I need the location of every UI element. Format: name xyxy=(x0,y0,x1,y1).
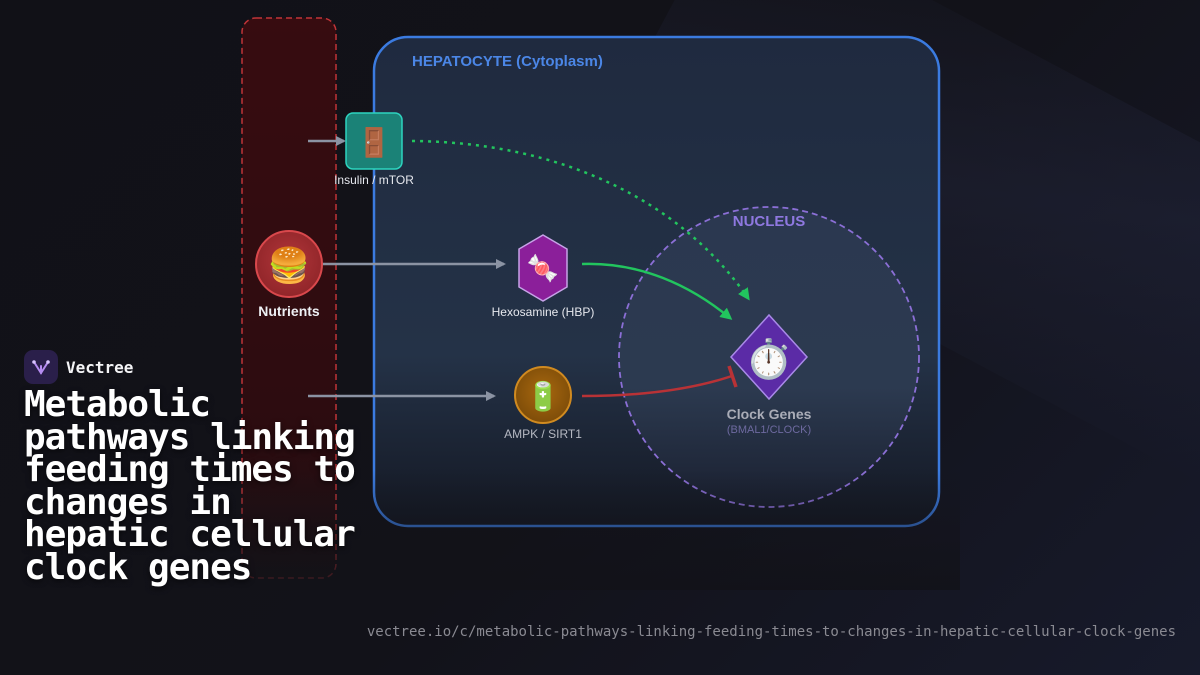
hexosamine-node[interactable]: 🍬 Hexosamine (HBP) xyxy=(492,234,595,319)
inhibition-bar xyxy=(727,365,738,388)
nutrients-label: Nutrients xyxy=(258,303,320,319)
battery-icon: 🔋 xyxy=(526,380,561,413)
nutrients-node[interactable]: 🍔 Nutrients xyxy=(255,230,323,319)
ampk-node[interactable]: 🔋 AMPK / SIRT1 xyxy=(504,366,582,441)
brand-name: Vectree xyxy=(66,357,134,377)
door-icon: 🚪 xyxy=(357,126,392,159)
nucleus-label: NUCLEUS xyxy=(733,213,806,230)
inhibition-ampk-to-clock xyxy=(581,374,733,398)
ampk-label: AMPK / SIRT1 xyxy=(504,427,582,441)
arrow-insulin-to-clock xyxy=(411,139,750,301)
clock-genes-sublabel: (BMAL1/CLOCK) xyxy=(727,424,811,436)
bottom-fade xyxy=(230,470,960,590)
hexosamine-label: Hexosamine (HBP) xyxy=(492,305,595,319)
clock-genes-node[interactable]: ⏱️ Clock Genes (BMAL1/CLOCK) xyxy=(727,313,812,436)
arrow-hexosamine-to-clock xyxy=(581,262,733,320)
vectree-logo-icon xyxy=(24,350,58,384)
insulin-node[interactable]: 🚪 Insulin / mTOR xyxy=(334,112,414,187)
source-url: vectree.io/c/metabolic-pathways-linking-… xyxy=(366,624,1176,640)
clock-genes-label: Clock Genes xyxy=(727,406,812,422)
brand: Vectree xyxy=(24,350,133,384)
insulin-label: Insulin / mTOR xyxy=(334,173,414,187)
candy-icon: 🍬 xyxy=(527,253,559,283)
burger-icon: 🍔 xyxy=(268,246,310,285)
stopwatch-icon: ⏱️ xyxy=(745,337,792,381)
page-title: Metabolic pathways linking feeding times… xyxy=(24,384,356,588)
cytoplasm-label: HEPATOCYTE (Cytoplasm) xyxy=(412,53,603,70)
